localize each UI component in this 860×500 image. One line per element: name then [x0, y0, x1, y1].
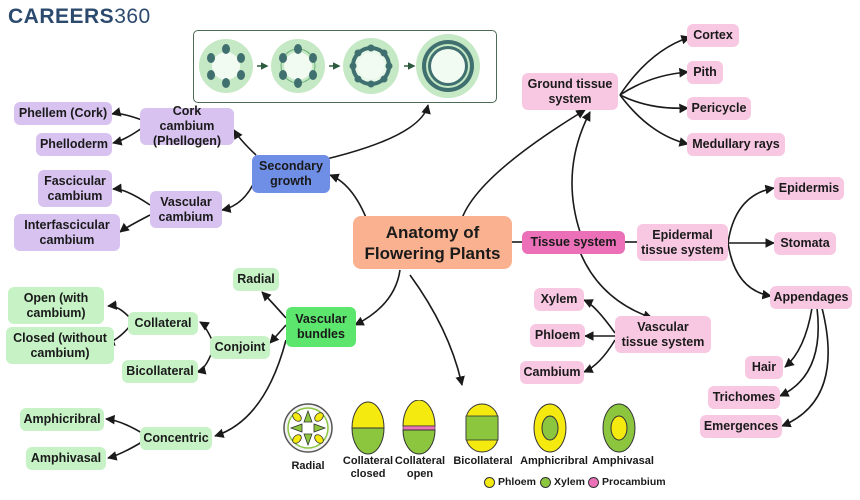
amphicribral-figure — [533, 403, 567, 453]
caption-bicollateral: Bicollateral — [453, 455, 513, 467]
vascular-tissue-node: Vascular tissue system — [615, 316, 711, 353]
open-node: Open (with cambium) — [8, 287, 104, 324]
medullary-rays-node: Medullary rays — [687, 133, 785, 156]
phelloderm-node: Phelloderm — [36, 133, 112, 156]
cork-cambium-node: Cork cambium (Phellogen) — [140, 104, 234, 148]
stage-1-stem — [199, 39, 253, 93]
legend-xylem: Xylem — [540, 476, 585, 488]
pith-node: Pith — [687, 61, 723, 84]
epidermis-node: Epidermis — [774, 177, 844, 200]
hair-node: Hair — [745, 356, 783, 379]
emergences-node: Emergences — [700, 415, 782, 438]
stomata-node: Stomata — [774, 232, 836, 255]
radial-bundle-figure — [283, 403, 333, 453]
logo-brand: CAREERS — [8, 5, 115, 28]
amphicribral-node: Amphicribral — [20, 408, 104, 431]
phloem-node: Phloem — [530, 324, 585, 347]
conjoint-node: Conjoint — [210, 336, 270, 359]
caption-collateral-open: Collateral open — [394, 455, 446, 480]
caption-collateral-closed: Collateral closed — [342, 455, 394, 480]
secondary-growth-node: Secondary growth — [252, 155, 330, 193]
pericycle-node: Pericycle — [687, 97, 751, 120]
xylem-node: Xylem — [534, 288, 584, 311]
vascular-bundles-node: Vascular bundles — [286, 307, 356, 347]
legend-phloem: Phloem — [484, 476, 536, 488]
closed-node: Closed (without cambium) — [6, 327, 114, 364]
legend-phloem-label: Phloem — [498, 476, 536, 488]
interfascicular-cambium-node: Interfascicular cambium — [14, 214, 120, 251]
bicollateral-figure — [465, 403, 499, 453]
ground-tissue-node: Ground tissue system — [522, 73, 618, 110]
epidermal-tissue-node: Epidermal tissue system — [637, 224, 728, 261]
logo-number: 360 — [114, 5, 151, 28]
amphivasal-figure — [602, 403, 636, 453]
bundle-type-illustrations — [283, 400, 636, 455]
stage-2-stem — [271, 39, 325, 93]
stage-4-stem — [416, 34, 480, 98]
secondary-growth-illustration — [193, 30, 497, 103]
cambium-node: Cambium — [520, 361, 584, 384]
center-node: Anatomy of Flowering Plants — [353, 216, 512, 269]
vascular-cambium-node: Vascular cambium — [150, 191, 222, 228]
caption-amphivasal: Amphivasal — [592, 455, 654, 467]
bicollateral-node: Bicollateral — [122, 360, 198, 383]
procambium-swatch — [588, 476, 599, 488]
collateral-open-figure — [402, 400, 436, 455]
concentric-node: Concentric — [140, 427, 212, 450]
legend-procambium-label: Procambium — [602, 476, 666, 488]
amphivasal-node: Amphivasal — [26, 447, 106, 470]
caption-radial: Radial — [291, 460, 325, 472]
trichomes-node: Trichomes — [708, 386, 780, 409]
careers360-logo: CAREERS360 — [8, 5, 151, 29]
legend-xylem-label: Xylem — [554, 476, 585, 488]
caption-amphicribral: Amphicribral — [520, 455, 588, 467]
xylem-swatch — [540, 476, 551, 488]
phloem-swatch — [484, 476, 495, 488]
collateral-closed-figure — [351, 401, 385, 455]
tissue-system-node: Tissue system — [522, 231, 625, 254]
collateral-node: Collateral — [128, 312, 198, 335]
fascicular-cambium-node: Fascicular cambium — [38, 170, 112, 207]
cortex-node: Cortex — [687, 24, 739, 47]
appendages-node: Appendages — [770, 286, 852, 309]
stage-3-stem — [343, 38, 399, 94]
radial-node: Radial — [233, 268, 279, 291]
phellem-node: Phellem (Cork) — [14, 102, 112, 125]
legend-procambium: Procambium — [588, 476, 666, 488]
